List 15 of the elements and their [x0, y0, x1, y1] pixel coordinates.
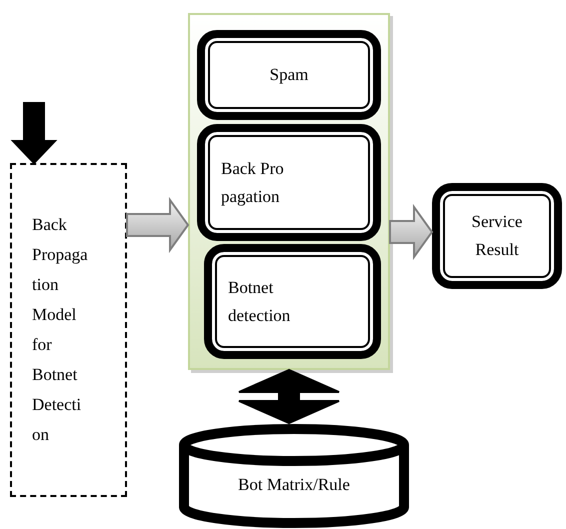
node-label: Spam	[270, 64, 308, 86]
block-arrow	[389, 204, 434, 260]
process-box	[197, 30, 381, 120]
node-label: Botnet detection	[228, 276, 292, 326]
dashed-box	[10, 163, 127, 497]
group-panel	[188, 13, 390, 370]
node-label: Service Result	[470, 211, 524, 261]
block-arrow	[126, 196, 190, 254]
block-arrow	[10, 102, 58, 164]
block-arrow	[238, 368, 340, 424]
node-label: Back Propaga tion Model for Botnet Detecti on	[32, 214, 89, 446]
process-box	[204, 244, 381, 359]
process-box	[432, 183, 562, 289]
node-label: Back Pro pagation	[221, 158, 285, 208]
process-box	[197, 124, 381, 241]
